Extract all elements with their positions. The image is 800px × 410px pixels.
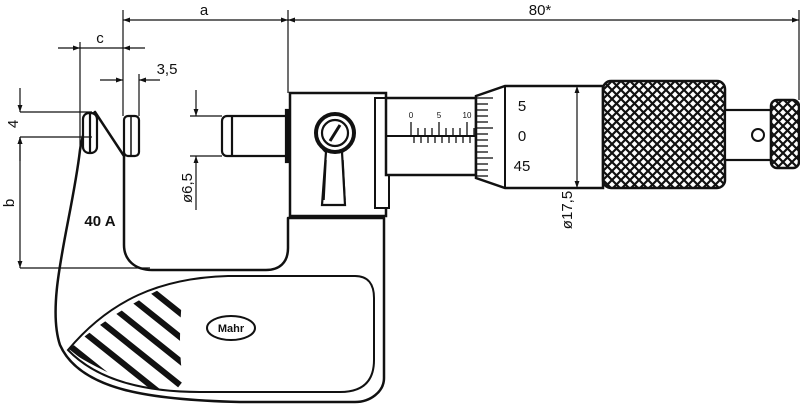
sleeve: [384, 96, 478, 177]
thimble-scale-label-0: 0: [518, 128, 526, 145]
knurled-grip[interactable]: [601, 79, 727, 190]
model-label: 40 A: [84, 213, 115, 230]
thimble-scale-ticks: [477, 97, 493, 177]
sleeve-scale-ticks: [410, 122, 475, 143]
brand-logo: Mahr: [206, 315, 256, 341]
dim-label-spindle-diameter: ø6,5: [179, 173, 196, 203]
sleeve-scale-label-10: 10: [463, 111, 472, 120]
thimble[interactable]: [474, 84, 605, 190]
dim-label-throat-depth: b: [1, 199, 18, 207]
dim-label-a: a: [200, 2, 209, 19]
spindle: [220, 108, 294, 164]
sleeve-scale-label-5: 5: [437, 111, 442, 120]
sleeve-scale-label-0: 0: [409, 111, 414, 120]
ratchet-stop[interactable]: [723, 98, 800, 170]
thimble-scale-label-45: 45: [514, 158, 531, 175]
dim-label-frame-thickness: 4: [5, 120, 22, 128]
dim-label-c: c: [96, 30, 104, 47]
dim-label-anvil-width: 3,5: [157, 61, 178, 78]
thimble-scale-label-5: 5: [518, 98, 526, 115]
brand-label: Mahr: [218, 323, 245, 335]
anvil: [81, 111, 99, 155]
dim-label-total-length: 80*: [529, 2, 552, 19]
frame-inner-outline: [66, 275, 375, 393]
dim-label-thimble-diameter: ø17,5: [559, 191, 576, 229]
lock-lever[interactable]: [314, 112, 356, 207]
dimension-lines: [17, 10, 800, 269]
